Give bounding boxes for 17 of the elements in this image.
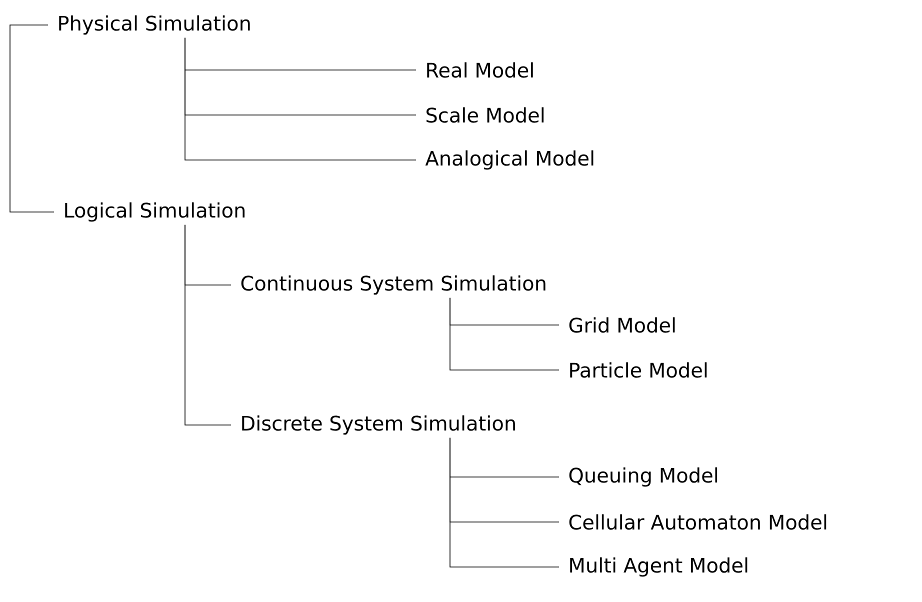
tree-connector bbox=[184, 224, 232, 426]
item-label: Scale Model bbox=[426, 107, 544, 123]
item-label: Grid Model bbox=[569, 317, 675, 333]
tree-connector bbox=[450, 297, 560, 370]
item-label: Cellular Automaton Model bbox=[569, 514, 826, 530]
tree-connector bbox=[184, 37, 416, 160]
item-label: Multi Agent Model bbox=[570, 557, 748, 577]
item-label: Continuous System Simulation bbox=[241, 275, 546, 295]
item-label: Logical Simulation bbox=[65, 202, 245, 222]
item-label: Discrete System Simulation bbox=[242, 415, 515, 435]
tree-connector bbox=[10, 24, 54, 212]
item-label: Real Model bbox=[427, 62, 533, 78]
item-label: Physical Simulation bbox=[59, 15, 250, 35]
item-label: Particle Model bbox=[570, 362, 707, 378]
tree-connector bbox=[450, 437, 560, 568]
item-label: Analogical Model bbox=[425, 150, 594, 170]
item-label: Queuing Model bbox=[569, 467, 718, 487]
